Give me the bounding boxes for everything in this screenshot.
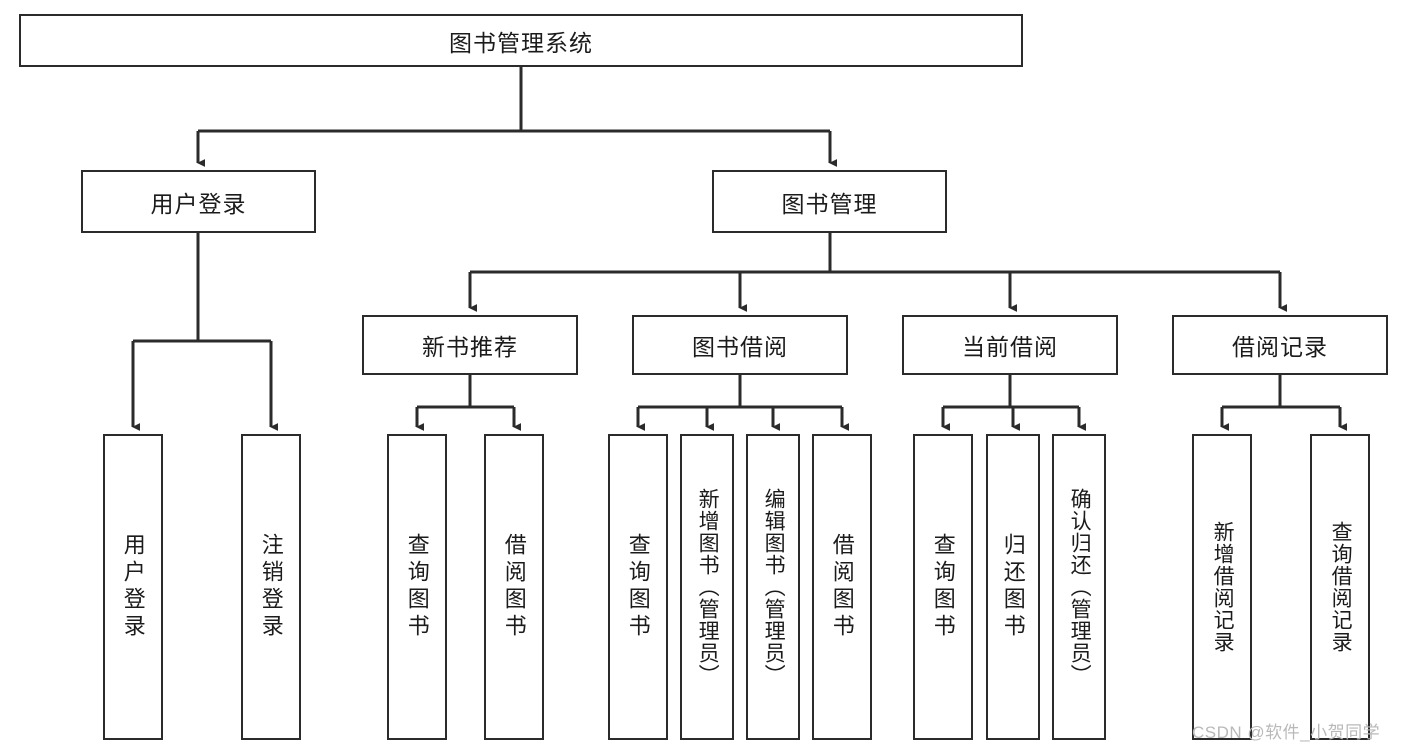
node-leaf-return-book-label: 归还图书 xyxy=(1000,533,1026,641)
node-new-book-recommend[interactable]: 新书推荐 xyxy=(362,315,578,375)
node-user-login[interactable]: 用户登录 xyxy=(81,170,316,233)
csdn-watermark: CSDN @软件_小贺同学 xyxy=(1192,723,1381,742)
node-leaf-user-login[interactable]: 用户登录 xyxy=(103,434,163,740)
node-leaf-logout-login-label: 注销登录 xyxy=(258,533,284,641)
node-leaf-edit-book-admin[interactable]: 编辑图书（管理员） xyxy=(746,434,800,740)
node-root-label: 图书管理系统 xyxy=(449,29,593,56)
node-borrow-record-label: 借阅记录 xyxy=(1232,334,1328,360)
node-book-manage-label: 图书管理 xyxy=(781,190,878,217)
node-leaf-confirm-return-admin[interactable]: 确认归还（管理员） xyxy=(1052,434,1106,740)
node-leaf-query-borrow-record[interactable]: 查询借阅记录 xyxy=(1310,434,1370,740)
node-borrow-record[interactable]: 借阅记录 xyxy=(1172,315,1388,375)
node-current-borrow-label: 当前借阅 xyxy=(962,334,1058,360)
node-user-login-label: 用户登录 xyxy=(150,190,247,217)
node-leaf-query-book-2-label: 查询图书 xyxy=(625,533,651,641)
node-leaf-add-borrow-record-label: 新增借阅记录 xyxy=(1211,521,1235,653)
node-new-book-recommend-label: 新书推荐 xyxy=(422,334,518,360)
node-leaf-borrow-book-2[interactable]: 借阅图书 xyxy=(812,434,872,740)
node-leaf-add-book-admin-label: 新增图书（管理员） xyxy=(696,488,720,686)
node-book-borrow[interactable]: 图书借阅 xyxy=(632,315,848,375)
node-leaf-logout-login[interactable]: 注销登录 xyxy=(241,434,301,740)
node-leaf-return-book[interactable]: 归还图书 xyxy=(986,434,1040,740)
node-leaf-query-book-1-label: 查询图书 xyxy=(404,533,430,641)
node-leaf-query-book-3[interactable]: 查询图书 xyxy=(913,434,973,740)
node-leaf-query-borrow-record-label: 查询借阅记录 xyxy=(1329,521,1353,653)
node-leaf-query-book-2[interactable]: 查询图书 xyxy=(608,434,668,740)
node-leaf-user-login-label: 用户登录 xyxy=(120,533,146,641)
node-root[interactable]: 图书管理系统 xyxy=(19,14,1023,67)
node-current-borrow[interactable]: 当前借阅 xyxy=(902,315,1118,375)
node-leaf-add-borrow-record[interactable]: 新增借阅记录 xyxy=(1192,434,1252,740)
node-leaf-edit-book-admin-label: 编辑图书（管理员） xyxy=(762,488,786,686)
node-leaf-add-book-admin[interactable]: 新增图书（管理员） xyxy=(680,434,734,740)
node-leaf-query-book-1[interactable]: 查询图书 xyxy=(387,434,447,740)
node-leaf-borrow-book-1[interactable]: 借阅图书 xyxy=(484,434,544,740)
node-book-manage[interactable]: 图书管理 xyxy=(712,170,947,233)
node-leaf-borrow-book-1-label: 借阅图书 xyxy=(501,533,527,641)
node-leaf-confirm-return-admin-label: 确认归还（管理员） xyxy=(1068,488,1092,686)
node-book-borrow-label: 图书借阅 xyxy=(692,334,788,360)
node-leaf-borrow-book-2-label: 借阅图书 xyxy=(829,533,855,641)
node-leaf-query-book-3-label: 查询图书 xyxy=(930,533,956,641)
